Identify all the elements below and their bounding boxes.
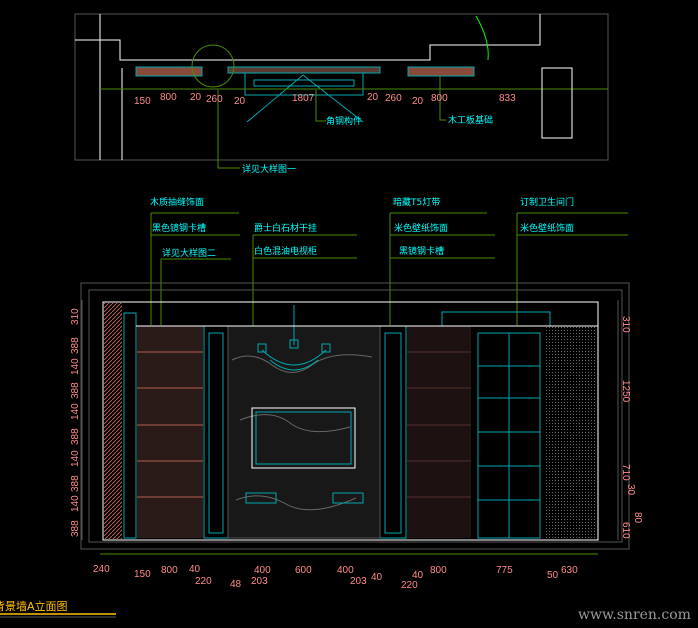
elevation-leaders <box>150 212 628 520</box>
label-black-steel-slot: 黑色镜钢卡槽 <box>152 222 206 234</box>
left-dim: 388 <box>70 520 81 537</box>
bottom-dim: 600 <box>295 565 312 576</box>
plan-dim: 800 <box>431 93 448 104</box>
label-t5-light: 暗藏T5灯带 <box>393 196 440 208</box>
plan-dim: 20 <box>234 96 246 107</box>
left-dim: 140 <box>70 450 81 467</box>
label-bathroom-door: 订制卫生间门 <box>520 196 574 208</box>
label-plywood-base: 木工板基础 <box>448 114 493 126</box>
left-dim: 140 <box>70 358 81 375</box>
left-dim: 388 <box>70 428 81 445</box>
bottom-dim: 220 <box>195 576 212 587</box>
right-dim: 710 <box>620 464 631 481</box>
label-detail-1: 详见大样图一 <box>242 163 296 175</box>
label-detail-2: 详见大样图二 <box>162 247 216 259</box>
chandelier-icon <box>257 305 331 371</box>
left-dim: 310 <box>70 308 81 325</box>
plan-dim: 1807 <box>292 93 315 104</box>
bottom-dim: 40 <box>412 570 424 581</box>
drawing-title: 背景墙A立面图 <box>0 599 68 613</box>
plan-dim: 20 <box>190 92 202 103</box>
right-dim: 30 <box>625 484 636 496</box>
watermark: www.snren.com <box>578 607 691 623</box>
plan-dim: 150 <box>134 96 151 107</box>
right-dim: 610 <box>620 522 631 539</box>
plan-view <box>74 13 609 169</box>
label-wood-panel: 木质抽缝饰面 <box>150 196 204 208</box>
label-angle-steel: 角钢构件 <box>326 115 362 127</box>
bottom-dim: 50 <box>547 570 559 581</box>
left-dim: 140 <box>70 495 81 512</box>
right-dim: 80 <box>632 512 643 524</box>
elevation-view <box>80 282 630 550</box>
bottom-dim: 150 <box>134 569 151 580</box>
bottom-dim: 630 <box>561 565 578 576</box>
right-dim: 1250 <box>620 380 631 403</box>
right-dim: 310 <box>620 316 631 333</box>
bottom-dim: 48 <box>230 579 242 590</box>
left-dim: 140 <box>70 403 81 420</box>
plan-dimensions: 150 800 20 260 20 1807 20 260 20 800 833 <box>134 92 516 107</box>
left-dim: 388 <box>70 337 81 354</box>
plan-dim: 20 <box>412 96 424 107</box>
bottom-dim: 203 <box>251 576 268 587</box>
bottom-dim: 240 <box>93 564 110 575</box>
bottom-dim: 800 <box>161 565 178 576</box>
bottom-dim: 800 <box>430 565 447 576</box>
bottom-dim: 40 <box>371 572 383 583</box>
left-dim: 388 <box>70 475 81 492</box>
left-dim: 388 <box>70 382 81 399</box>
left-dimensions: 310 388 140 388 140 388 140 388 140 388 <box>70 300 83 540</box>
plan-dim: 260 <box>206 94 223 105</box>
bottom-dim: 40 <box>189 564 201 575</box>
label-beige-wallpaper-1: 米色壁纸饰面 <box>394 222 448 234</box>
bottom-dim: 400 <box>337 565 354 576</box>
right-dimensions: 310 1250 710 30 80 610 <box>617 300 643 540</box>
plan-dim: 800 <box>160 92 177 103</box>
label-beige-wallpaper-2: 米色壁纸饰面 <box>520 222 574 234</box>
label-black-mirror-slot: 黑镜钢卡槽 <box>399 245 444 257</box>
bottom-dim: 220 <box>401 580 418 591</box>
plan-dim: 20 <box>367 92 379 103</box>
bottom-dim: 400 <box>254 565 271 576</box>
plan-dim: 260 <box>385 93 402 104</box>
label-jazz-white-stone: 爵士白石材干挂 <box>254 222 317 234</box>
bottom-dim: 775 <box>496 565 513 576</box>
bottom-dim: 203 <box>350 576 367 587</box>
bottom-dimensions: 240 150 800 40 220 48 203 400 600 400 20… <box>93 553 598 591</box>
label-tv-cabinet: 白色混油电视柜 <box>254 245 317 257</box>
plan-dim: 833 <box>499 93 516 104</box>
